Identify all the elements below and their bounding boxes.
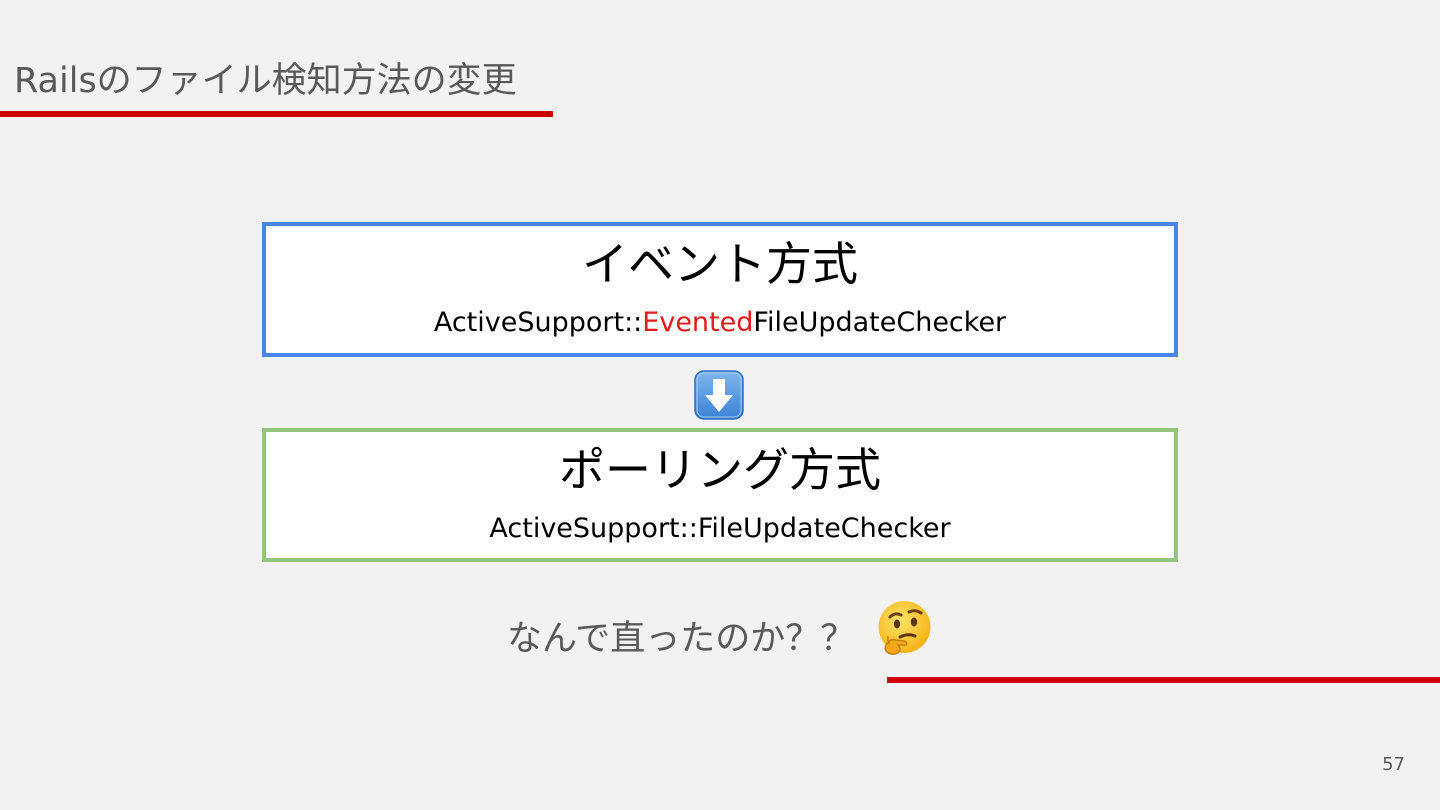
page-number: 57 <box>1382 754 1405 775</box>
polling-method-heading: ポーリング方式 <box>559 443 881 497</box>
polling-method-box: ポーリング方式 ActiveSupport::FileUpdateChecker <box>262 428 1178 562</box>
class-highlight: Evented <box>642 307 754 338</box>
question-text: なんで直ったのか？？ <box>507 619 856 659</box>
class-suffix: FileUpdateChecker <box>753 307 1007 338</box>
polling-method-class-name: ActiveSupport::FileUpdateChecker <box>489 513 951 544</box>
class-prefix: ActiveSupport:: <box>433 307 643 338</box>
event-method-box: イベント方式 ActiveSupport::EventedFileUpdateC… <box>262 222 1178 357</box>
event-method-class-name: ActiveSupport::EventedFileUpdateChecker <box>266 306 1174 340</box>
title-underline <box>0 111 553 117</box>
thinking-face-icon <box>878 601 931 656</box>
down-arrow-icon <box>694 370 744 420</box>
event-method-heading: イベント方式 <box>582 237 858 291</box>
bottom-underline <box>887 677 1440 683</box>
slide-title: Railsのファイル検知方法の変更 <box>14 61 517 101</box>
